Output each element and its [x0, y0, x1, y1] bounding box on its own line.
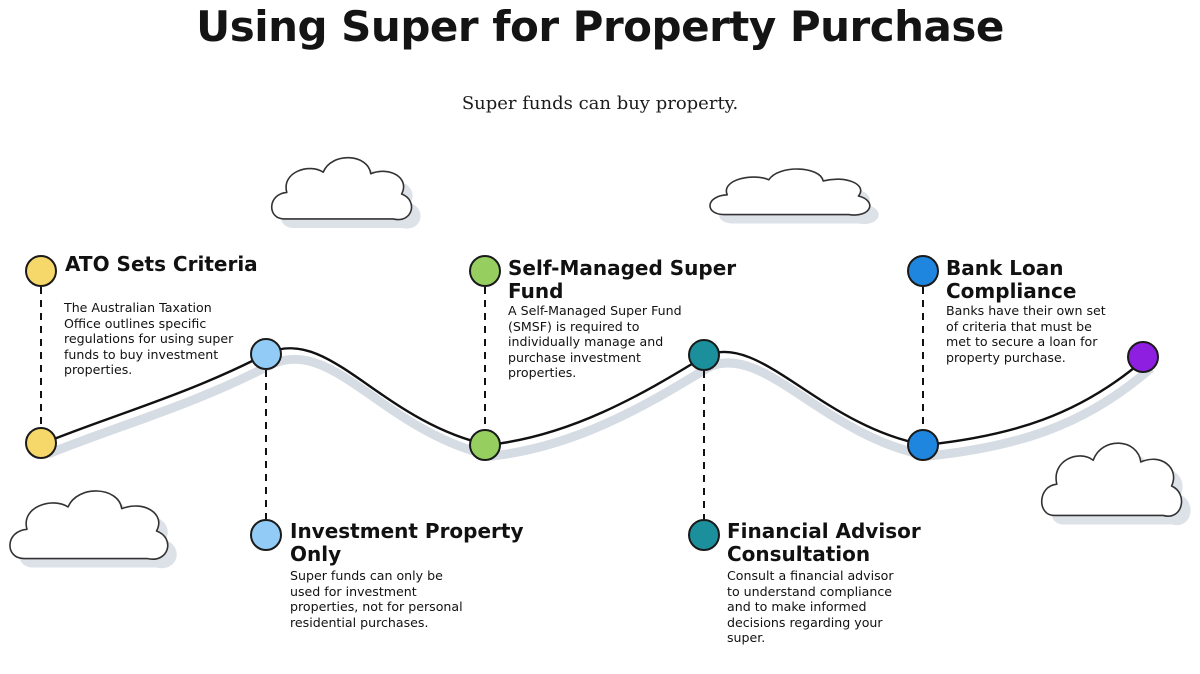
step-title-investment-property: Investment Property Only — [290, 519, 524, 566]
clouds — [9, 156, 1191, 569]
marker-curve-financial-advisor — [688, 339, 720, 371]
marker-curve-investment-property — [250, 338, 282, 370]
step-desc-investment-property: Super funds can only be used for investm… — [290, 568, 463, 630]
page-title: Using Super for Property Purchase — [196, 2, 1004, 51]
step-desc-financial-advisor: Consult a financial advisor to understan… — [727, 568, 894, 646]
step-title-smsf: Self-Managed Super Fund — [508, 256, 737, 303]
step-desc-ato: The Australian Taxation Office outlines … — [64, 300, 234, 378]
page-subtitle: Super funds can buy property. — [461, 93, 739, 114]
connectors — [40, 287, 924, 519]
step-desc-bank-loan: Banks have their own set of criteria tha… — [946, 303, 1106, 365]
marker-curve-ato — [25, 427, 57, 459]
cloud-top-left — [270, 156, 421, 229]
step-title-financial-advisor: Financial Advisor Consultation — [727, 519, 921, 566]
marker-curve-smsf — [469, 429, 501, 461]
marker-label-investment-property — [250, 519, 282, 551]
step-desc-smsf: A Self-Managed Super Fund (SMSF) is requ… — [508, 303, 682, 381]
timeline-curve-shadow — [46, 354, 1154, 461]
marker-label-financial-advisor — [688, 519, 720, 551]
step-title-bank-loan: Bank Loan Compliance — [946, 256, 1077, 303]
step-title-ato: ATO Sets Criteria — [65, 252, 258, 276]
end-marker — [1127, 341, 1159, 373]
marker-curve-bank-loan — [907, 429, 939, 461]
cloud-top-right — [709, 168, 879, 225]
timeline-curve — [43, 347, 1148, 447]
marker-label-ato — [25, 255, 57, 287]
markers — [25, 255, 1159, 551]
cloud-bottom-right — [1041, 442, 1191, 526]
cloud-bottom-left — [9, 490, 177, 569]
marker-label-bank-loan — [907, 255, 939, 287]
marker-label-smsf — [469, 255, 501, 287]
